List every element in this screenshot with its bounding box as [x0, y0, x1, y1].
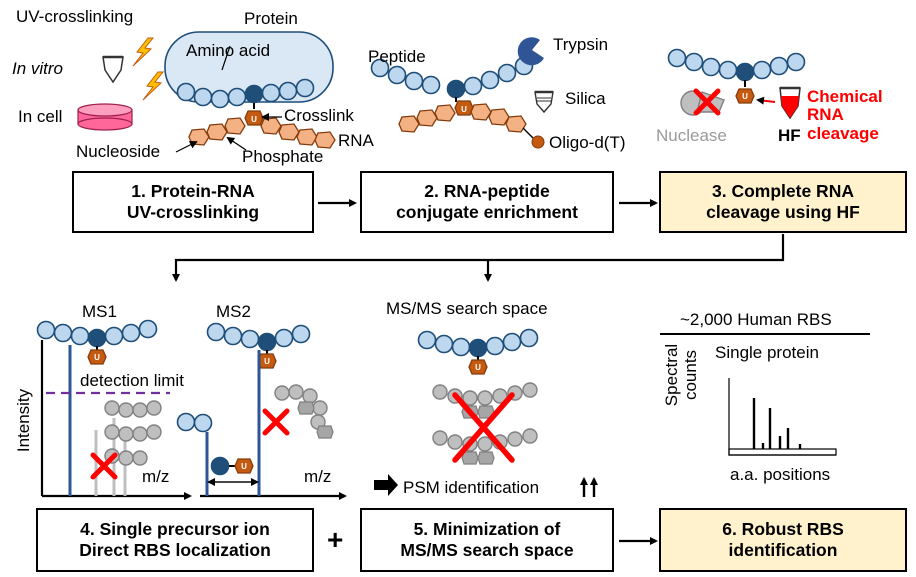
- uridine-label-4: U: [94, 353, 100, 362]
- psm-label: PSM identification: [403, 478, 540, 497]
- uv-lightning-icon: [132, 37, 165, 101]
- oligo-bead: [531, 135, 545, 149]
- peptide-chain-3: [667, 48, 806, 82]
- enrichment-illustration: U: [370, 37, 554, 149]
- uv-crosslinking-label: UV-crosslinking: [16, 7, 134, 26]
- ms2-fragment-u: [210, 456, 254, 476]
- hf-label: HF: [778, 126, 801, 145]
- rbs-panel: [660, 333, 870, 456]
- ms2-cross-icon: [265, 411, 287, 433]
- nucleoside-label: Nucleoside: [76, 142, 161, 161]
- phosphate-label: Phosphate: [242, 147, 324, 166]
- in-vitro-label: In vitro: [12, 59, 64, 78]
- up-arrows-icon: [580, 477, 598, 497]
- search-cross-icon: [452, 392, 515, 463]
- ms2-peptide: [206, 322, 311, 352]
- uridine-label-3: U: [742, 92, 748, 101]
- oligo-label: Oligo-d(T): [549, 133, 626, 152]
- step-6-box: 6. Robust RBS identification: [659, 508, 907, 572]
- step-2-box: 2. RNA-peptide conjugate enrichment: [360, 171, 614, 233]
- ms2-panel: U U: [176, 322, 347, 500]
- psm-arrow-icon: [374, 474, 398, 496]
- uv-crosslinking-illustration: U: [77, 31, 336, 153]
- uridine-label: U: [251, 115, 257, 124]
- protein-label: Protein: [244, 9, 298, 28]
- step-5-box: 5. Minimization of MS/MS search space: [360, 508, 614, 572]
- chemical-cleavage-label: Chemical RNA cleavage: [807, 87, 883, 143]
- single-protein-label: Single protein: [715, 343, 819, 362]
- detection-limit-label: detection limit: [80, 371, 184, 390]
- aa-positions-label: a.a. positions: [730, 465, 831, 484]
- step-3-box: 3. Complete RNA cleavage using HF: [659, 171, 907, 233]
- hf-tube-icon: [779, 86, 801, 120]
- cleavage-illustration: U: [667, 48, 806, 120]
- intensity-axis-label: Intensity: [14, 388, 34, 453]
- ms2-mz-label: m/z: [304, 467, 332, 486]
- silica-column-icon: [534, 90, 554, 114]
- uridine-label-2: U: [461, 105, 467, 114]
- plus-sign: +: [327, 524, 344, 555]
- ms1-peptide: [36, 319, 158, 348]
- uridine-label-5: U: [264, 357, 270, 366]
- search-space-label: MS/MS search space: [386, 299, 548, 318]
- trypsin-icon: [517, 37, 544, 66]
- spectral-counts-label: Spectral counts: [662, 343, 700, 407]
- amino-acid-label: Amino acid: [186, 41, 271, 60]
- step-1-box: 1. Protein-RNA UV-crosslinking: [72, 171, 314, 233]
- crosslink-label: Crosslink: [284, 106, 354, 125]
- tube-icon: [102, 55, 124, 84]
- ms1-panel: U: [36, 319, 192, 500]
- uridine-label-6: U: [241, 462, 247, 471]
- ms1-label: MS1: [82, 302, 117, 321]
- rna-label: RNA: [338, 131, 374, 150]
- step-4-box: 4. Single precursor ion Direct RBS local…: [36, 508, 314, 572]
- cell-dish-icon: [77, 103, 133, 131]
- nuclease-label: Nuclease: [656, 126, 727, 145]
- search-space-panel: U: [374, 328, 598, 497]
- ms2-fragment: [176, 412, 213, 433]
- ms2-label: MS2: [216, 302, 251, 321]
- trypsin-label: Trypsin: [553, 35, 609, 54]
- silica-label: Silica: [565, 89, 606, 108]
- spectral-plot-frame: [728, 378, 836, 456]
- uridine-label-7: U: [475, 363, 481, 372]
- human-rbs-label: ~2,000 Human RBS: [680, 310, 832, 329]
- ms1-mz-label: m/z: [142, 467, 170, 486]
- in-cell-label: In cell: [18, 107, 63, 126]
- flow-arrows: [172, 199, 785, 545]
- peptide-label: Peptide: [368, 47, 426, 66]
- target-peptide: [417, 328, 539, 358]
- spectral-count-bars: [752, 398, 802, 449]
